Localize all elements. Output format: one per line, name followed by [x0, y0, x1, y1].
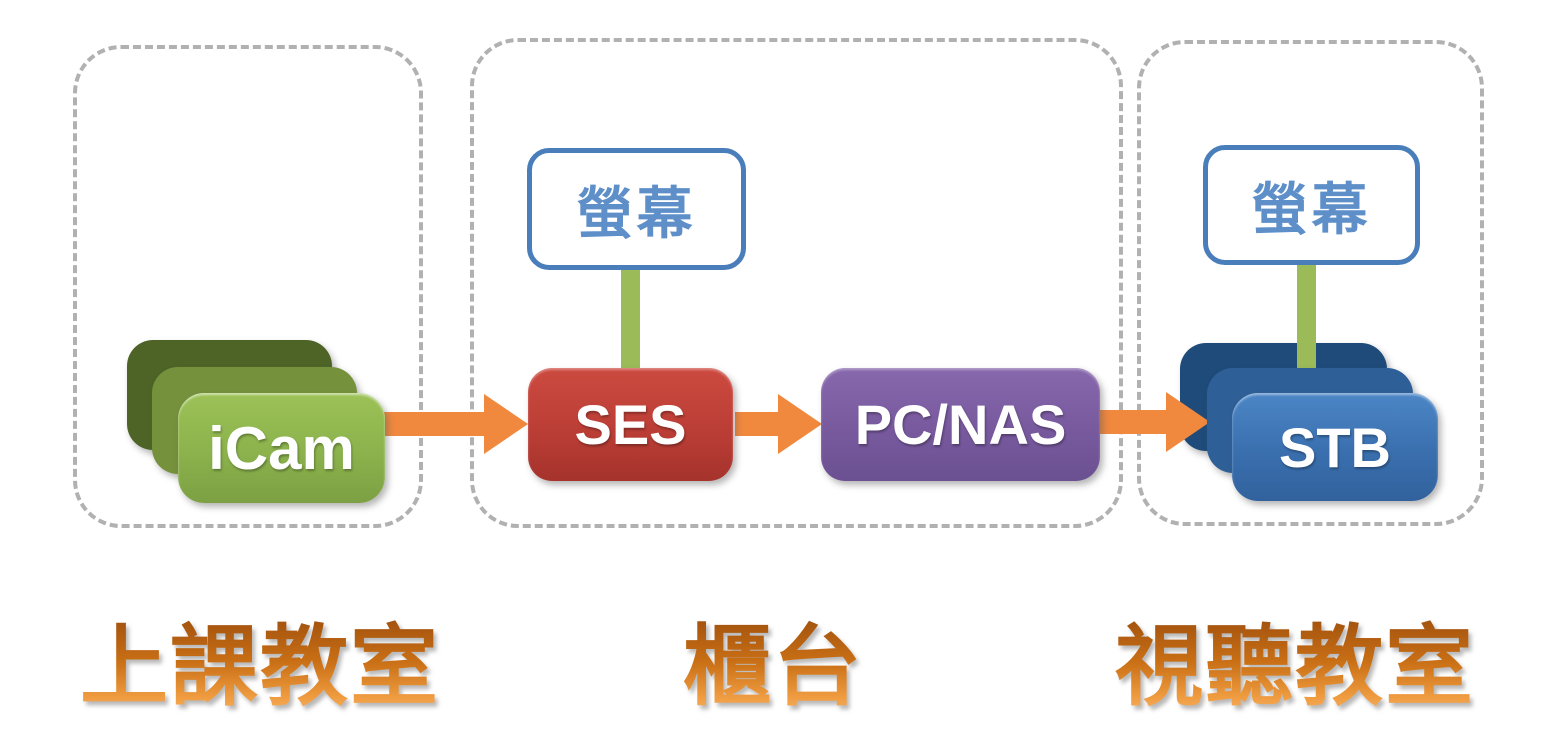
pc-nas-label: PC/NAS [854, 393, 1067, 456]
stb-label: STB [1279, 415, 1391, 479]
av-monitor-label: 螢幕 [1251, 177, 1372, 241]
icam-node: iCam [178, 393, 385, 503]
counter-monitor-connector [621, 258, 640, 370]
ses-label: SES [574, 393, 687, 456]
counter-caption: 櫃台 [573, 614, 973, 720]
counter-section-container [470, 38, 1123, 528]
counter-monitor-label: 螢幕 [576, 181, 697, 245]
av-room-section-container [1137, 40, 1484, 526]
classroom-caption: 上課教室 [60, 614, 460, 720]
classroom-section-container [73, 45, 423, 528]
counter-monitor-node: 螢幕 [527, 148, 746, 270]
pc-nas-node: PC/NAS [821, 368, 1100, 481]
icam-label: iCam [208, 414, 355, 482]
av-monitor-node: 螢幕 [1203, 145, 1420, 265]
av-room-caption: 視聽教室 [1095, 614, 1495, 720]
av-monitor-connector [1297, 253, 1316, 398]
stb-node: STB [1232, 393, 1438, 501]
ses-node: SES [528, 368, 733, 481]
